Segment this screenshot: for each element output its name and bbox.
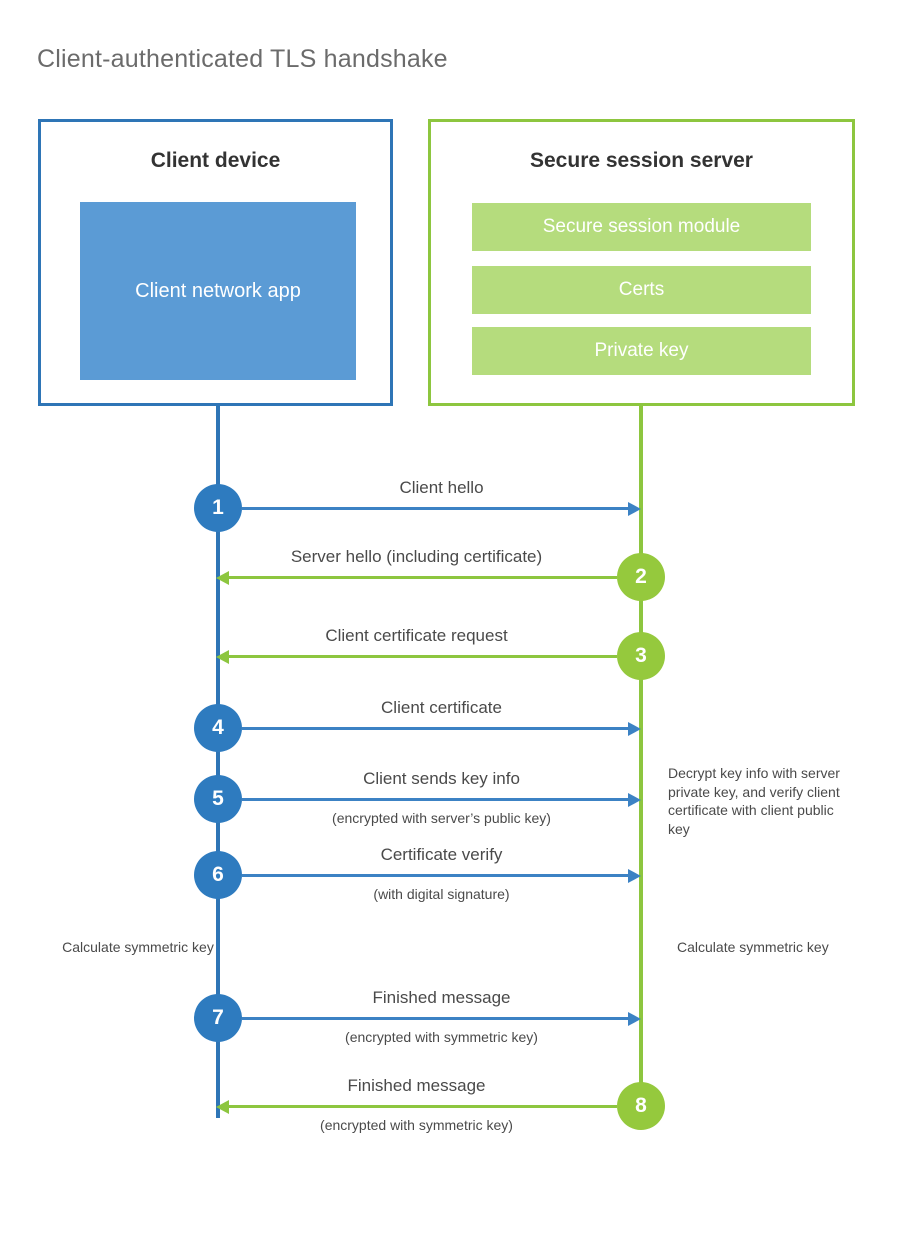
message-label-1: Client hello [399,478,484,497]
message-label-6: Certificate verify [380,845,503,864]
step-circle-3[interactable]: 3 [617,632,665,680]
arrow-head-2 [216,571,229,585]
message-sublabel-5: (encrypted with server’s public key) [332,810,551,826]
arrow-line-8 [229,1105,617,1108]
message-label-4: Client certificate [381,698,502,717]
arrow-line-3 [229,655,617,658]
server-lifeline [639,403,643,1106]
arrow-head-3 [216,650,229,664]
message-label-8: Finished message [347,1076,486,1095]
server-block-secure-session-module: Secure session module [472,203,811,251]
server-block-certs: Certs [472,266,811,314]
message-sublabel-8: (encrypted with symmetric key) [320,1117,513,1133]
arrow-line-2 [229,576,617,579]
arrow-line-7 [242,1017,628,1020]
message-label-7: Finished message [372,988,511,1007]
arrow-line-1 [242,507,628,510]
note-decrypt-key-info: Decrypt key info with server private key… [668,765,840,837]
arrow-head-7 [628,1012,641,1026]
step-circle-2[interactable]: 2 [617,553,665,601]
client-device-title: Client device [150,149,281,172]
client-device-box: Client device Client network app [38,119,393,406]
message-label-3: Client certificate request [325,626,508,645]
secure-session-server-title: Secure session server [530,149,753,172]
message-label-2: Server hello (including certificate) [290,547,543,566]
secure-session-server-box: Secure session server Secure session mod… [428,119,855,406]
arrow-head-6 [628,869,641,883]
message-label-5: Client sends key info [363,769,520,788]
step-circle-4[interactable]: 4 [194,704,242,752]
message-sublabel-7: (encrypted with symmetric key) [345,1029,538,1045]
arrow-head-4 [628,722,641,736]
arrow-head-5 [628,793,641,807]
client-lifeline [216,403,220,1118]
arrow-head-8 [216,1100,229,1114]
arrow-head-1 [628,502,641,516]
client-network-app-block: Client network app [80,202,356,380]
page-title: Client-authenticated TLS handshake [37,44,448,73]
message-sublabel-6: (with digital signature) [373,886,510,902]
step-circle-1[interactable]: 1 [194,484,242,532]
step-circle-7[interactable]: 7 [194,994,242,1042]
step-circle-8[interactable]: 8 [617,1082,665,1130]
arrow-line-5 [242,798,628,801]
arrow-line-6 [242,874,628,877]
step-circle-6[interactable]: 6 [194,851,242,899]
server-block-private-key: Private key [472,327,811,375]
note-calculate-symmetric-key-client: Calculate symmetric key [62,939,214,955]
step-circle-5[interactable]: 5 [194,775,242,823]
arrow-line-4 [242,727,628,730]
note-calculate-symmetric-key-server: Calculate symmetric key [677,939,829,955]
